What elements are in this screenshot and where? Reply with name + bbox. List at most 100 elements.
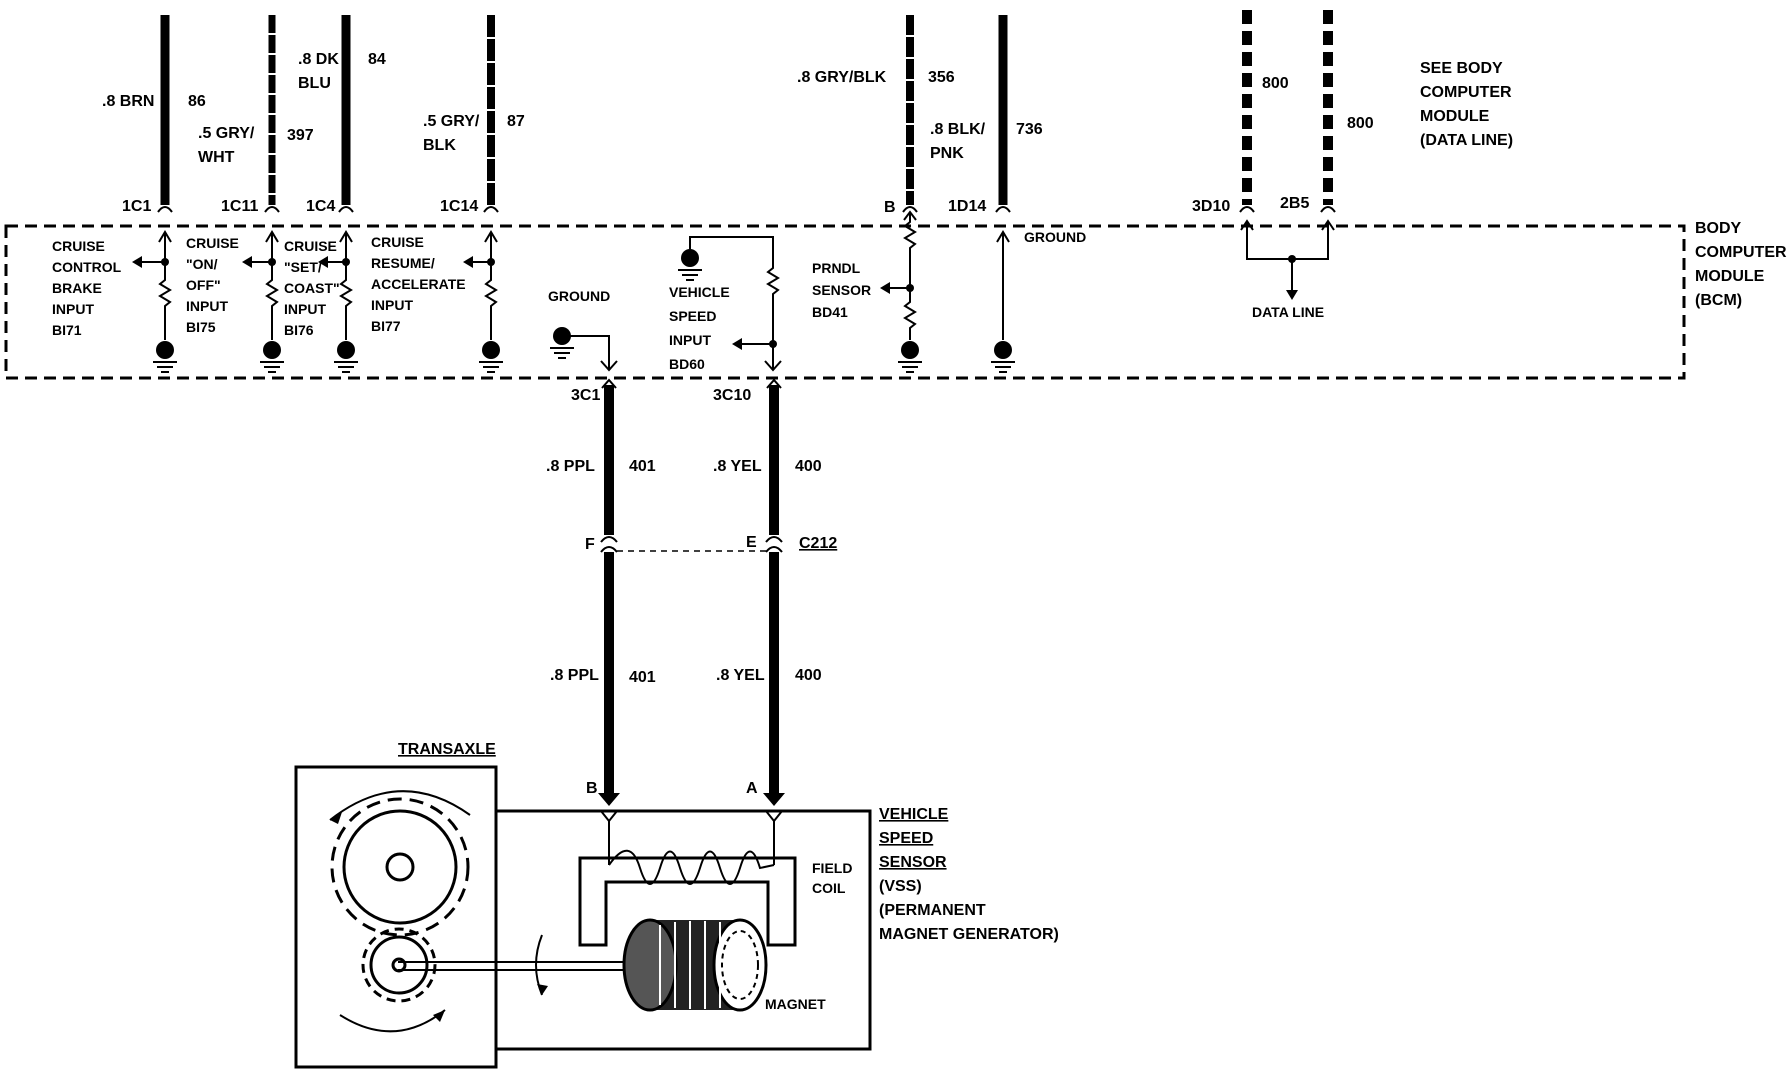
wire-401-connector-pin: F bbox=[585, 536, 595, 553]
prndl-sensor-l1: PRNDL bbox=[812, 260, 861, 276]
wire-1c11: .5 GRY/ WHT 397 1C11 CRUISE "ON/ OFF" IN… bbox=[186, 15, 314, 373]
cruise-onoff-input-l5: BI75 bbox=[186, 319, 216, 335]
vss-label-l3: SENSOR bbox=[879, 854, 947, 871]
cruise-brake-input-l3: BRAKE bbox=[52, 280, 102, 296]
wire-prndl-circuit: 356 bbox=[928, 69, 955, 86]
wire-1d14: .8 BLK/ PNK 736 1D14 GROUND bbox=[930, 15, 1086, 373]
cruise-onoff-input-l4: INPUT bbox=[186, 298, 228, 314]
wire-400-circuit-upper: 400 bbox=[795, 458, 822, 475]
vss-input-l1: VEHICLE bbox=[669, 284, 730, 300]
see-bcm-note-l1: SEE BODY bbox=[1420, 60, 1503, 77]
vss-input-l4: BD60 bbox=[669, 356, 705, 372]
wire-401-size-lower: .8 PPL bbox=[550, 667, 599, 684]
field-coil-core bbox=[578, 856, 797, 947]
rotation-arrow-icon-2 bbox=[339, 1009, 446, 1033]
cruise-resume-input-l4: INPUT bbox=[371, 297, 413, 313]
cruise-resume-input-l5: BI77 bbox=[371, 318, 401, 334]
bcm-ground-label: GROUND bbox=[1024, 229, 1086, 245]
wire-1c1-pin: 1C1 bbox=[122, 198, 151, 215]
wire-1c11-size-color-2: WHT bbox=[198, 149, 235, 166]
cruise-set-input-l3: COAST" bbox=[284, 280, 340, 296]
rotation-arrow-icon bbox=[329, 790, 471, 821]
wire-1c1-size-color: .8 BRN bbox=[102, 93, 154, 110]
data-line-label: DATA LINE bbox=[1252, 304, 1324, 320]
wire-1d14-size-color-1: .8 BLK/ bbox=[930, 121, 986, 138]
ground-label-left: GROUND bbox=[548, 288, 610, 304]
wire-1c4-pin: 1C4 bbox=[306, 198, 335, 215]
wire-1d14-circuit: 736 bbox=[1016, 121, 1043, 138]
wire-1c11-size-color-1: .5 GRY/ bbox=[198, 125, 255, 142]
c212-label: C212 bbox=[799, 535, 837, 552]
cruise-brake-input-l4: INPUT bbox=[52, 301, 94, 317]
wire-2b5-circuit: 800 bbox=[1347, 115, 1374, 132]
prndl-sensor-l3: BD41 bbox=[812, 304, 848, 320]
wire-400-sensor-pin: A bbox=[746, 780, 758, 797]
wire-400-pin-top: 3C10 bbox=[713, 387, 751, 404]
wire-400-yel: 3C10 .8 YEL 400 E .8 YEL 400 A bbox=[713, 378, 822, 806]
wire-1c1: .8 BRN 86 1C1 CRUISE CONTROL BRAKE INPUT… bbox=[52, 15, 206, 373]
wire-1c14: .5 GRY/ BLK 87 1C14 CRUISE RESUME/ ACCEL… bbox=[371, 15, 525, 373]
prndl-sensor-l2: SENSOR bbox=[812, 282, 871, 298]
wire-1c14-size-color-1: .5 GRY/ bbox=[423, 113, 480, 130]
wire-401-ppl: 3C1 .8 PPL 401 F .8 PPL 401 B bbox=[546, 378, 656, 806]
large-gear-icon bbox=[330, 797, 470, 937]
field-coil-winding bbox=[608, 849, 775, 885]
wire-401-circuit-lower: 401 bbox=[629, 669, 656, 686]
wire-1c4: .8 DK BLU 84 1C4 CRUISE "SET/ COAST" INP… bbox=[284, 15, 386, 373]
bcm-label-line2: COMPUTER bbox=[1695, 244, 1787, 261]
small-gear-icon bbox=[361, 927, 437, 1003]
wire-400-size-lower: .8 YEL bbox=[716, 667, 765, 684]
wire-1c1-circuit: 86 bbox=[188, 93, 206, 110]
vss-label-l5: (PERMANENT bbox=[879, 902, 986, 919]
wire-1c14-pin: 1C14 bbox=[440, 198, 478, 215]
magnet-rotor-icon bbox=[622, 918, 768, 1012]
bcm-box bbox=[4, 224, 1686, 380]
see-bcm-note-l3: MODULE bbox=[1420, 108, 1490, 125]
wire-1c14-circuit: 87 bbox=[507, 113, 525, 130]
vss-input-circuit: VEHICLE SPEED INPUT BD60 bbox=[669, 236, 782, 372]
wire-2b5: 800 2B5 bbox=[1280, 10, 1374, 213]
vehicle-speed-sensor: FIELD COIL MAGNET bbox=[398, 809, 872, 1051]
wire-401-size-upper: .8 PPL bbox=[546, 458, 595, 475]
vss-input-l2: SPEED bbox=[669, 308, 716, 324]
vss-label-l6: MAGNET GENERATOR) bbox=[879, 926, 1059, 943]
cruise-resume-input-l2: RESUME/ bbox=[371, 255, 435, 271]
wire-3d10: 800 3D10 bbox=[1192, 10, 1289, 215]
transaxle: TRANSAXLE bbox=[294, 741, 498, 1069]
cruise-brake-input-l2: CONTROL bbox=[52, 259, 122, 275]
cruise-resume-input-l3: ACCELERATE bbox=[371, 276, 466, 292]
wire-1c11-pin: 1C11 bbox=[221, 198, 258, 215]
bcm-label-line1: BODY bbox=[1695, 220, 1742, 237]
wire-1d14-pin: 1D14 bbox=[948, 198, 986, 215]
magnet-label: MAGNET bbox=[765, 996, 826, 1012]
see-bcm-note-l4: (DATA LINE) bbox=[1420, 132, 1513, 149]
transaxle-label: TRANSAXLE bbox=[398, 741, 496, 758]
wire-1c4-size-color-2: BLU bbox=[298, 75, 331, 92]
wire-401-circuit-upper: 401 bbox=[629, 458, 656, 475]
cruise-resume-input-l1: CRUISE bbox=[371, 234, 424, 250]
wire-1c4-circuit: 84 bbox=[368, 51, 386, 68]
cruise-set-input-l4: INPUT bbox=[284, 301, 326, 317]
wire-400-size-upper: .8 YEL bbox=[713, 458, 762, 475]
cruise-onoff-input-l3: OFF" bbox=[186, 277, 221, 293]
wire-401-sensor-pin: B bbox=[586, 780, 598, 797]
vss-input-l3: INPUT bbox=[669, 332, 711, 348]
cruise-set-input-l5: BI76 bbox=[284, 322, 314, 338]
wire-3d10-circuit: 800 bbox=[1262, 75, 1289, 92]
vss-label-l1: VEHICLE bbox=[879, 806, 949, 823]
wire-401-pin-top: 3C1 bbox=[571, 387, 600, 404]
data-line-circuit: DATA LINE bbox=[1240, 219, 1335, 320]
wire-prndl-size-color: .8 GRY/BLK bbox=[797, 69, 887, 86]
cruise-set-input-l2: "SET/ bbox=[284, 259, 322, 275]
cruise-onoff-input-l2: "ON/ bbox=[186, 256, 218, 272]
wire-1c14-size-color-2: BLK bbox=[423, 137, 456, 154]
vss-label-l2: SPEED bbox=[879, 830, 933, 847]
wire-400-circuit-lower: 400 bbox=[795, 667, 822, 684]
field-coil-l1: FIELD bbox=[812, 860, 852, 876]
wire-2b5-pin: 2B5 bbox=[1280, 195, 1309, 212]
cruise-set-input-l1: CRUISE bbox=[284, 238, 337, 254]
field-coil-l2: COIL bbox=[812, 880, 846, 896]
bcm-label-line4: (BCM) bbox=[1695, 292, 1742, 309]
wire-1c4-size-color-1: .8 DK bbox=[298, 51, 339, 68]
